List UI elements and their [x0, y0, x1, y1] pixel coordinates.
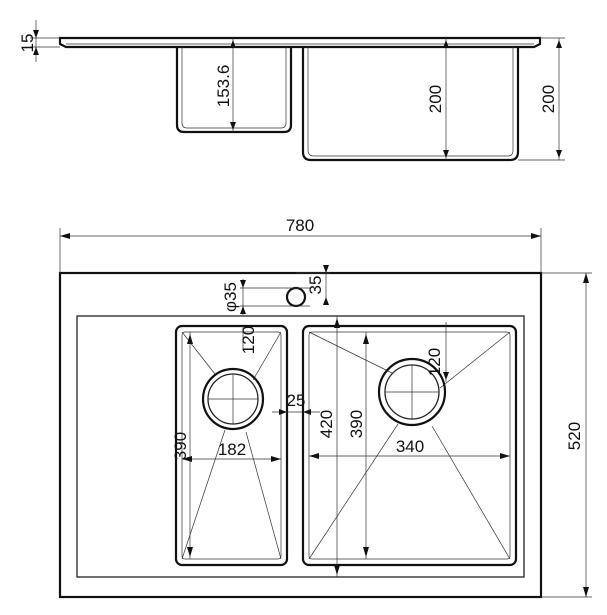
large-bowl [301, 324, 518, 567]
top-view-inner-recess [76, 315, 525, 578]
dim-large-bowl-inner-depth: 390 [347, 410, 366, 438]
dim-small-bowl-radius: 120 [239, 326, 258, 354]
small-bowl-drain [201, 367, 265, 431]
dim-small-bowl-depth: 390 [171, 432, 190, 460]
dim-large-bowl-width: 340 [396, 437, 424, 456]
dim-bowl-divider-gap: 25 [287, 391, 306, 410]
top-view-deck-outline [58, 271, 543, 599]
dim-small-bowl-width: 182 [218, 440, 246, 459]
tap-hole [285, 286, 307, 308]
dim-large-bowl-outer-depth: 420 [317, 410, 336, 438]
side-view-small-bowl [175, 47, 293, 134]
dim-tap-hole-diameter: φ35 [221, 282, 240, 312]
side-view-deck [58, 36, 542, 49]
dim-large-bowl-radius: 120 [425, 348, 444, 376]
dim-large-bowl-depth-inner: 200 [426, 85, 445, 113]
dim-overall-width: 780 [286, 216, 314, 235]
large-bowl-drain [377, 357, 447, 427]
small-bowl [174, 324, 289, 567]
top-view: 780 520 φ35 35 [58, 216, 592, 599]
dim-large-bowl-depth-outer: 200 [539, 85, 558, 113]
dim-small-bowl-depth: 153.6 [214, 65, 233, 108]
dim-deck-thickness: 15 [18, 34, 37, 53]
side-view: 15 153.6 200 200 [18, 20, 565, 162]
side-view-large-bowl [301, 47, 520, 162]
dim-tap-hole-offset: 35 [306, 276, 325, 295]
dim-overall-depth: 520 [565, 422, 584, 450]
